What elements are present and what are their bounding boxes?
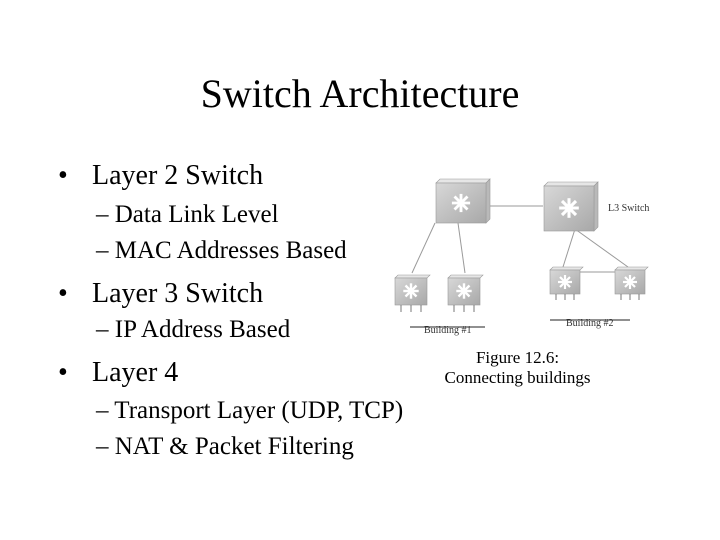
- edge-switch-b1-right: [447, 274, 484, 312]
- caption-line2: Connecting buildings: [444, 368, 591, 387]
- bullet-marker: •: [58, 278, 68, 309]
- bullet-text: Layer 2 Switch: [92, 160, 264, 191]
- connection-lines: [411, 205, 629, 274]
- sub-bullet-nat: – NAT & Packet Filtering: [96, 433, 354, 460]
- l3-switch: [543, 181, 599, 232]
- building1-label: Building #1: [424, 325, 472, 336]
- caption-line1: Figure 12.6:: [475, 348, 560, 367]
- building2-label: Building #2: [566, 318, 614, 329]
- bullet-marker: •: [58, 160, 68, 191]
- edge-switch-b1-left: [394, 274, 431, 312]
- l3-switch-label: L3 Switch: [608, 203, 649, 214]
- bullet-layer4: • Layer 4: [58, 357, 178, 389]
- edge-switch-b2-right: [614, 266, 649, 300]
- bullet-layer2: • Layer 2 Switch: [58, 160, 263, 192]
- sub-bullet-data-link: – Data Link Level: [96, 201, 279, 228]
- network-diagram: L3 Switch Building #1 Building #2: [394, 178, 649, 336]
- core-switch-building1: [435, 178, 491, 224]
- sub-bullet-ip: – IP Address Based: [96, 316, 291, 343]
- edge-switch-b2-left: [549, 266, 584, 300]
- bullet-layer3: • Layer 3 Switch: [58, 278, 263, 310]
- slide-title: Switch Architecture: [200, 71, 520, 116]
- bullet-text: Layer 4: [92, 357, 179, 388]
- bullet-marker: •: [58, 357, 68, 388]
- sub-bullet-transport: – Transport Layer (UDP, TCP): [96, 397, 404, 424]
- sub-bullet-mac: – MAC Addresses Based: [96, 237, 347, 264]
- bullet-text: Layer 3 Switch: [92, 278, 264, 309]
- figure-caption: Figure 12.6: Connecting buildings: [425, 348, 610, 388]
